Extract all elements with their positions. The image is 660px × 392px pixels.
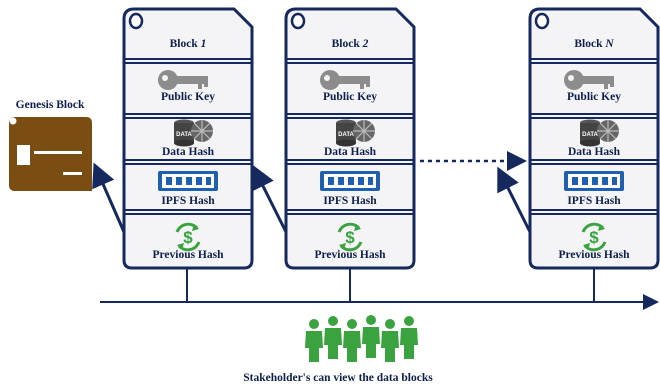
- block-n-data-hash-label: Data Hash: [567, 146, 621, 158]
- block-title-prefix: Block: [331, 38, 363, 50]
- block-2-ipfs-hash-label: IPFS Hash: [323, 195, 377, 207]
- genesis-block-label: Genesis Block: [15, 99, 85, 111]
- block-2-hole-icon: [290, 12, 306, 30]
- block-n-hole-icon: [534, 12, 550, 30]
- block-1-server-rack-icon: [158, 171, 218, 191]
- block-n-previous-hash-label: Previous Hash: [558, 249, 630, 261]
- stakeholders-group-icon: [305, 315, 418, 362]
- block-n: [528, 7, 660, 270]
- chain-arrow-blockn-to-ellipsis: [497, 166, 532, 233]
- stakeholders-caption: Stakeholder's can view the data blocks: [243, 372, 433, 384]
- block-n-title: Block N: [530, 38, 658, 50]
- block-1-title: Block 1: [124, 38, 252, 50]
- block-n-server-rack-icon: [564, 171, 624, 191]
- block-2-data-hash-label: Data Hash: [323, 146, 377, 158]
- chain-arrow-block2-to-block1: [252, 164, 288, 233]
- block-1-hole-icon: [128, 12, 144, 30]
- block-n-ipfs-hash-label: IPFS Hash: [567, 195, 621, 207]
- block-title-index: N: [605, 38, 614, 50]
- block-1-previous-hash-label: Previous Hash: [152, 249, 224, 261]
- block-title-prefix: Block: [169, 38, 201, 50]
- block-1-public-key-label: Public Key: [161, 91, 215, 103]
- block-1: [122, 7, 254, 270]
- block-n-public-key-label: Public Key: [567, 91, 621, 103]
- block-title-prefix: Block: [574, 38, 606, 50]
- block-2: [284, 7, 416, 270]
- block-2-previous-hash-label: Previous Hash: [314, 249, 386, 261]
- block-1-data-hash-label: Data Hash: [161, 146, 215, 158]
- genesis-block: [9, 117, 92, 191]
- block-title-index: 2: [362, 38, 369, 50]
- chain-arrow-block1-to-genesis: [92, 162, 126, 233]
- block-2-title: Block 2: [286, 38, 414, 50]
- block-2-server-rack-icon: [320, 171, 380, 191]
- block-title-index: 1: [200, 38, 207, 50]
- block-1-ipfs-hash-label: IPFS Hash: [161, 195, 215, 207]
- block-2-public-key-label: Public Key: [323, 91, 377, 103]
- genesis-card-icon: [17, 145, 82, 175]
